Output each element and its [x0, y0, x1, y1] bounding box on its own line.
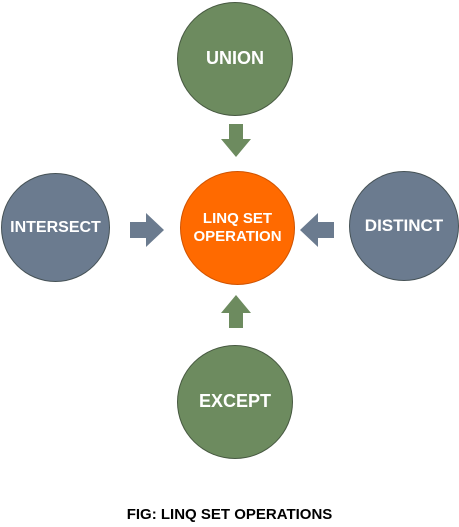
arrow-distinct-to-center: [300, 213, 334, 247]
except-node: EXCEPT: [177, 345, 293, 459]
figure-caption: FIG: LINQ SET OPERATIONS: [126, 506, 333, 523]
linq-set-operation-center-node: LINQ SET OPERATION: [180, 171, 295, 285]
intersect-node: INTERSECT: [1, 173, 110, 282]
union-node: UNION: [177, 2, 293, 116]
distinct-node: DISTINCT: [349, 171, 459, 281]
union-label: UNION: [206, 48, 264, 69]
intersect-label: INTERSECT: [10, 218, 101, 236]
except-label: EXCEPT: [198, 391, 272, 412]
arrow-except-to-center: [221, 295, 251, 328]
arrow-union-to-center: [221, 124, 251, 157]
distinct-label: DISTINCT: [364, 215, 444, 235]
center-label: LINQ SET OPERATION: [193, 210, 282, 245]
arrow-intersect-to-center: [130, 213, 164, 247]
